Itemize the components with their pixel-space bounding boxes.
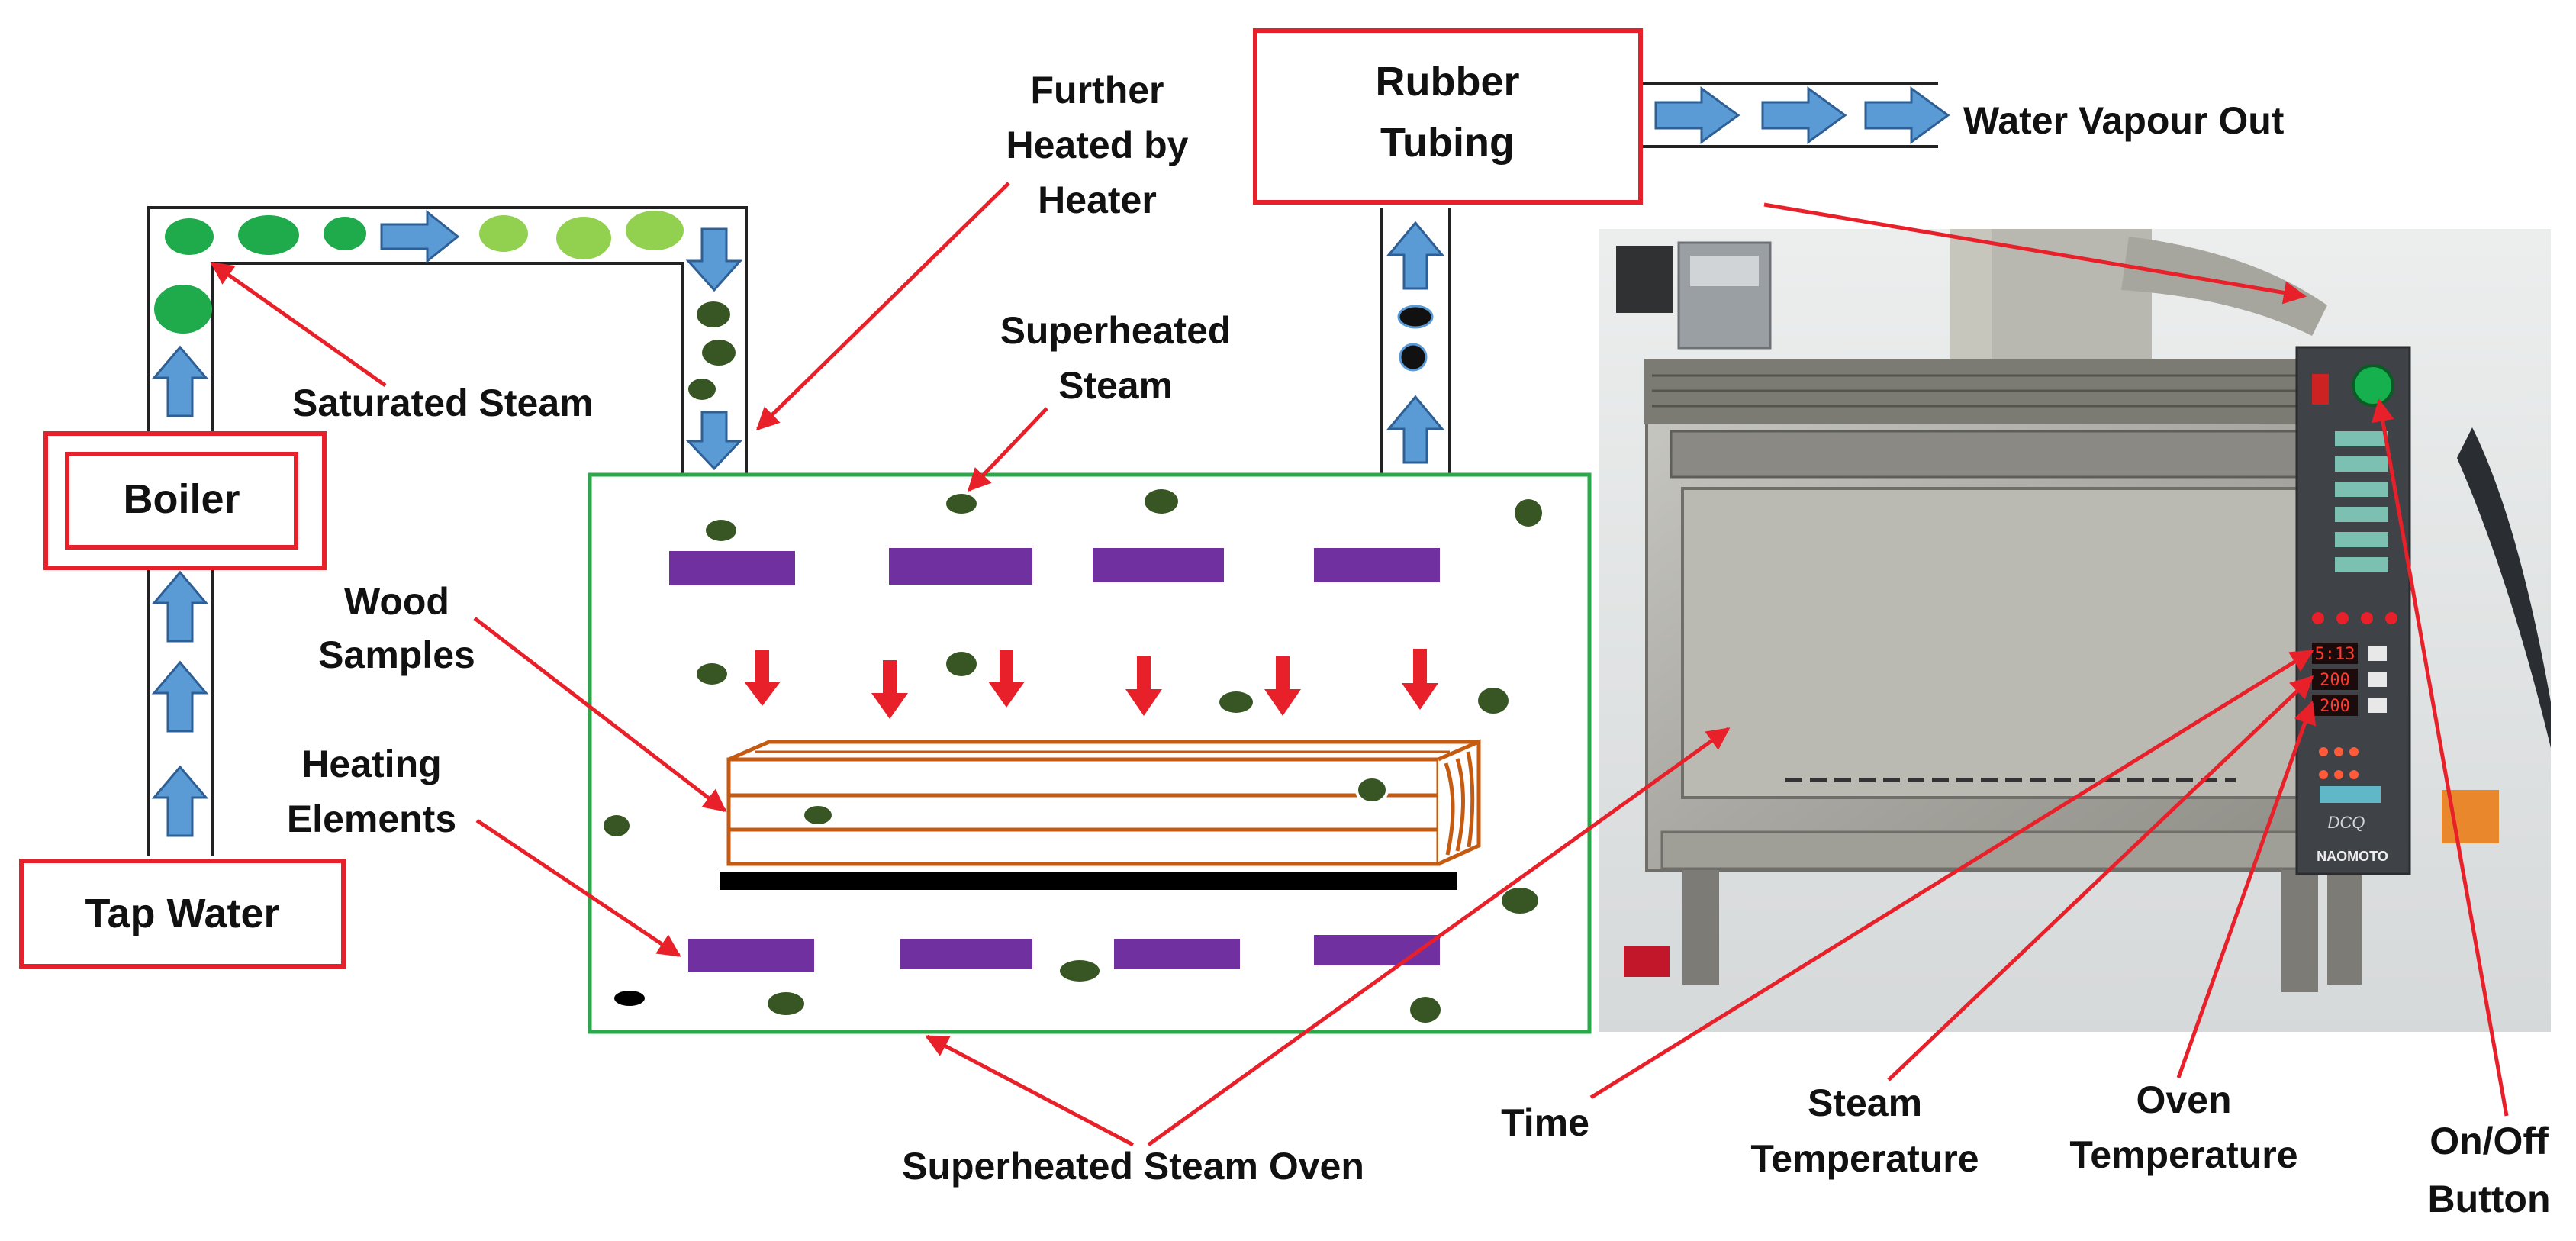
heating-element [1093, 548, 1224, 582]
heating-element [1314, 548, 1440, 582]
panel-model-text: DCQ [2328, 813, 2365, 832]
water-vapour-out-label: Water Vapour Out [1963, 99, 2285, 142]
wood-samples-line2: Samples [318, 633, 475, 676]
rubber-tubing-label-line2: Tubing [1380, 120, 1515, 166]
heating-element [669, 551, 795, 585]
heating-element [688, 939, 814, 972]
heating-elements-label: Heating Elements [287, 743, 456, 840]
time-display [2312, 643, 2358, 664]
oven-steam-droplets [604, 489, 1542, 1023]
time-display-value: 5:13 [2315, 645, 2355, 664]
oven-temperature-pointer [2176, 701, 2317, 1078]
right-arrow-icon [1864, 86, 1950, 144]
on-off-line2: Button [2427, 1178, 2550, 1220]
steam-temperature-display [2312, 669, 2358, 690]
rubber-tubing-label-line1: Rubber [1376, 59, 1520, 105]
on-off-button-icon [2352, 364, 2394, 407]
saturated-steam-pointer [210, 261, 387, 388]
wood-tray [720, 872, 1457, 890]
on-off-line1: On/Off [2429, 1120, 2549, 1162]
steam-temperature-label: Steam Temperature [1750, 1081, 1979, 1180]
down-arrow-icon [871, 660, 908, 719]
down-arrow-icon [1264, 656, 1301, 716]
time-pointer [1589, 649, 2314, 1100]
down-arrow-icon [988, 650, 1025, 708]
oven-temperature-line2: Temperature [2069, 1133, 2297, 1176]
down-arrow-icon [685, 227, 743, 292]
heating-element [889, 548, 1032, 585]
up-arrow-icon [1386, 395, 1445, 464]
right-arrow-icon [380, 209, 460, 264]
further-heated-line1: Further [1031, 69, 1164, 111]
rubber-tubing-box: Rubber Tubing [1253, 28, 1643, 205]
down-arrow-icon [1125, 656, 1162, 716]
oven-temperature-value: 200 [2320, 697, 2350, 716]
heating-elements-line2: Elements [287, 798, 456, 840]
up-arrow-icon [151, 765, 209, 837]
wood-samples-pointer [473, 617, 727, 812]
heating-element [1114, 939, 1240, 969]
steam-temperature-line2: Temperature [1750, 1137, 1979, 1180]
further-heated-label: Further Heated by Heater [1006, 69, 1189, 221]
oven-schematic [588, 472, 1592, 1034]
right-arrow-icon [1654, 86, 1740, 144]
down-arrow-icon [744, 650, 781, 706]
time-label: Time [1501, 1101, 1589, 1144]
boiler-box: Boiler [43, 431, 327, 570]
oven-photo-pointer [1147, 727, 1731, 1147]
wood-samples-label: Wood Samples [318, 580, 475, 676]
rubber-tubing-pointer [1763, 202, 2307, 305]
oven-temperature-display [2312, 695, 2358, 716]
flow-arrows [151, 86, 1950, 837]
further-heated-pointer [755, 182, 1010, 431]
bottom-heating-elements [688, 935, 1440, 972]
oven-control-panel: 5:13 200 200 DCQ NAOMOTO [2295, 346, 2411, 875]
steam-temperature-line1: Steam [1808, 1081, 1922, 1124]
superheated-steam-oven-label: Superheated Steam Oven [902, 1145, 1364, 1188]
boiler-label: Boiler [123, 476, 240, 522]
heating-element [900, 939, 1032, 969]
up-arrow-icon [151, 660, 209, 733]
up-arrow-icon [1386, 221, 1445, 290]
down-arrow-icon [1402, 649, 1438, 710]
superheated-steam-line1: Superheated [1000, 309, 1232, 352]
up-arrow-icon [151, 570, 209, 643]
panel-brand-text: NAOMOTO [2317, 849, 2388, 864]
right-arrow-icon [1761, 86, 1847, 144]
wood-samples-line1: Wood [344, 580, 449, 623]
further-heated-line2: Heated by [1006, 124, 1189, 166]
top-heating-elements [669, 548, 1440, 585]
heating-elements-pointer [475, 818, 681, 958]
pointer-arrows [210, 182, 2509, 1147]
tap-water-label: Tap Water [85, 891, 279, 936]
up-arrow-icon [151, 345, 209, 417]
saturated-steam-label: Saturated Steam [292, 382, 594, 424]
oven-schematic-pointer [925, 1034, 1135, 1147]
steam-temperature-value: 200 [2320, 671, 2350, 690]
on-off-button-label: On/Off Button [2427, 1120, 2550, 1220]
heating-elements-line1: Heating [301, 743, 441, 785]
further-heated-line3: Heater [1038, 179, 1157, 221]
wood-samples [726, 739, 1481, 866]
on-off-pointer [2371, 398, 2509, 1117]
pipe-droplets [154, 211, 1434, 400]
steam-temperature-pointer [1887, 675, 2314, 1081]
superheated-steam-label: Superheated Steam [1000, 309, 1232, 407]
heat-arrows [744, 649, 1438, 719]
superheated-steam-line2: Steam [1058, 364, 1173, 407]
oven-photo: 5:13 200 200 DCQ NAOMOTO [1599, 229, 2551, 1032]
down-arrow-icon [685, 411, 743, 471]
oven-temperature-line1: Oven [2136, 1078, 2231, 1121]
tap-water-box: Tap Water [19, 859, 346, 969]
oven-temperature-label: Oven Temperature [2069, 1078, 2297, 1176]
pipe-system [147, 82, 1938, 856]
superheated-steam-pointer [967, 407, 1048, 492]
